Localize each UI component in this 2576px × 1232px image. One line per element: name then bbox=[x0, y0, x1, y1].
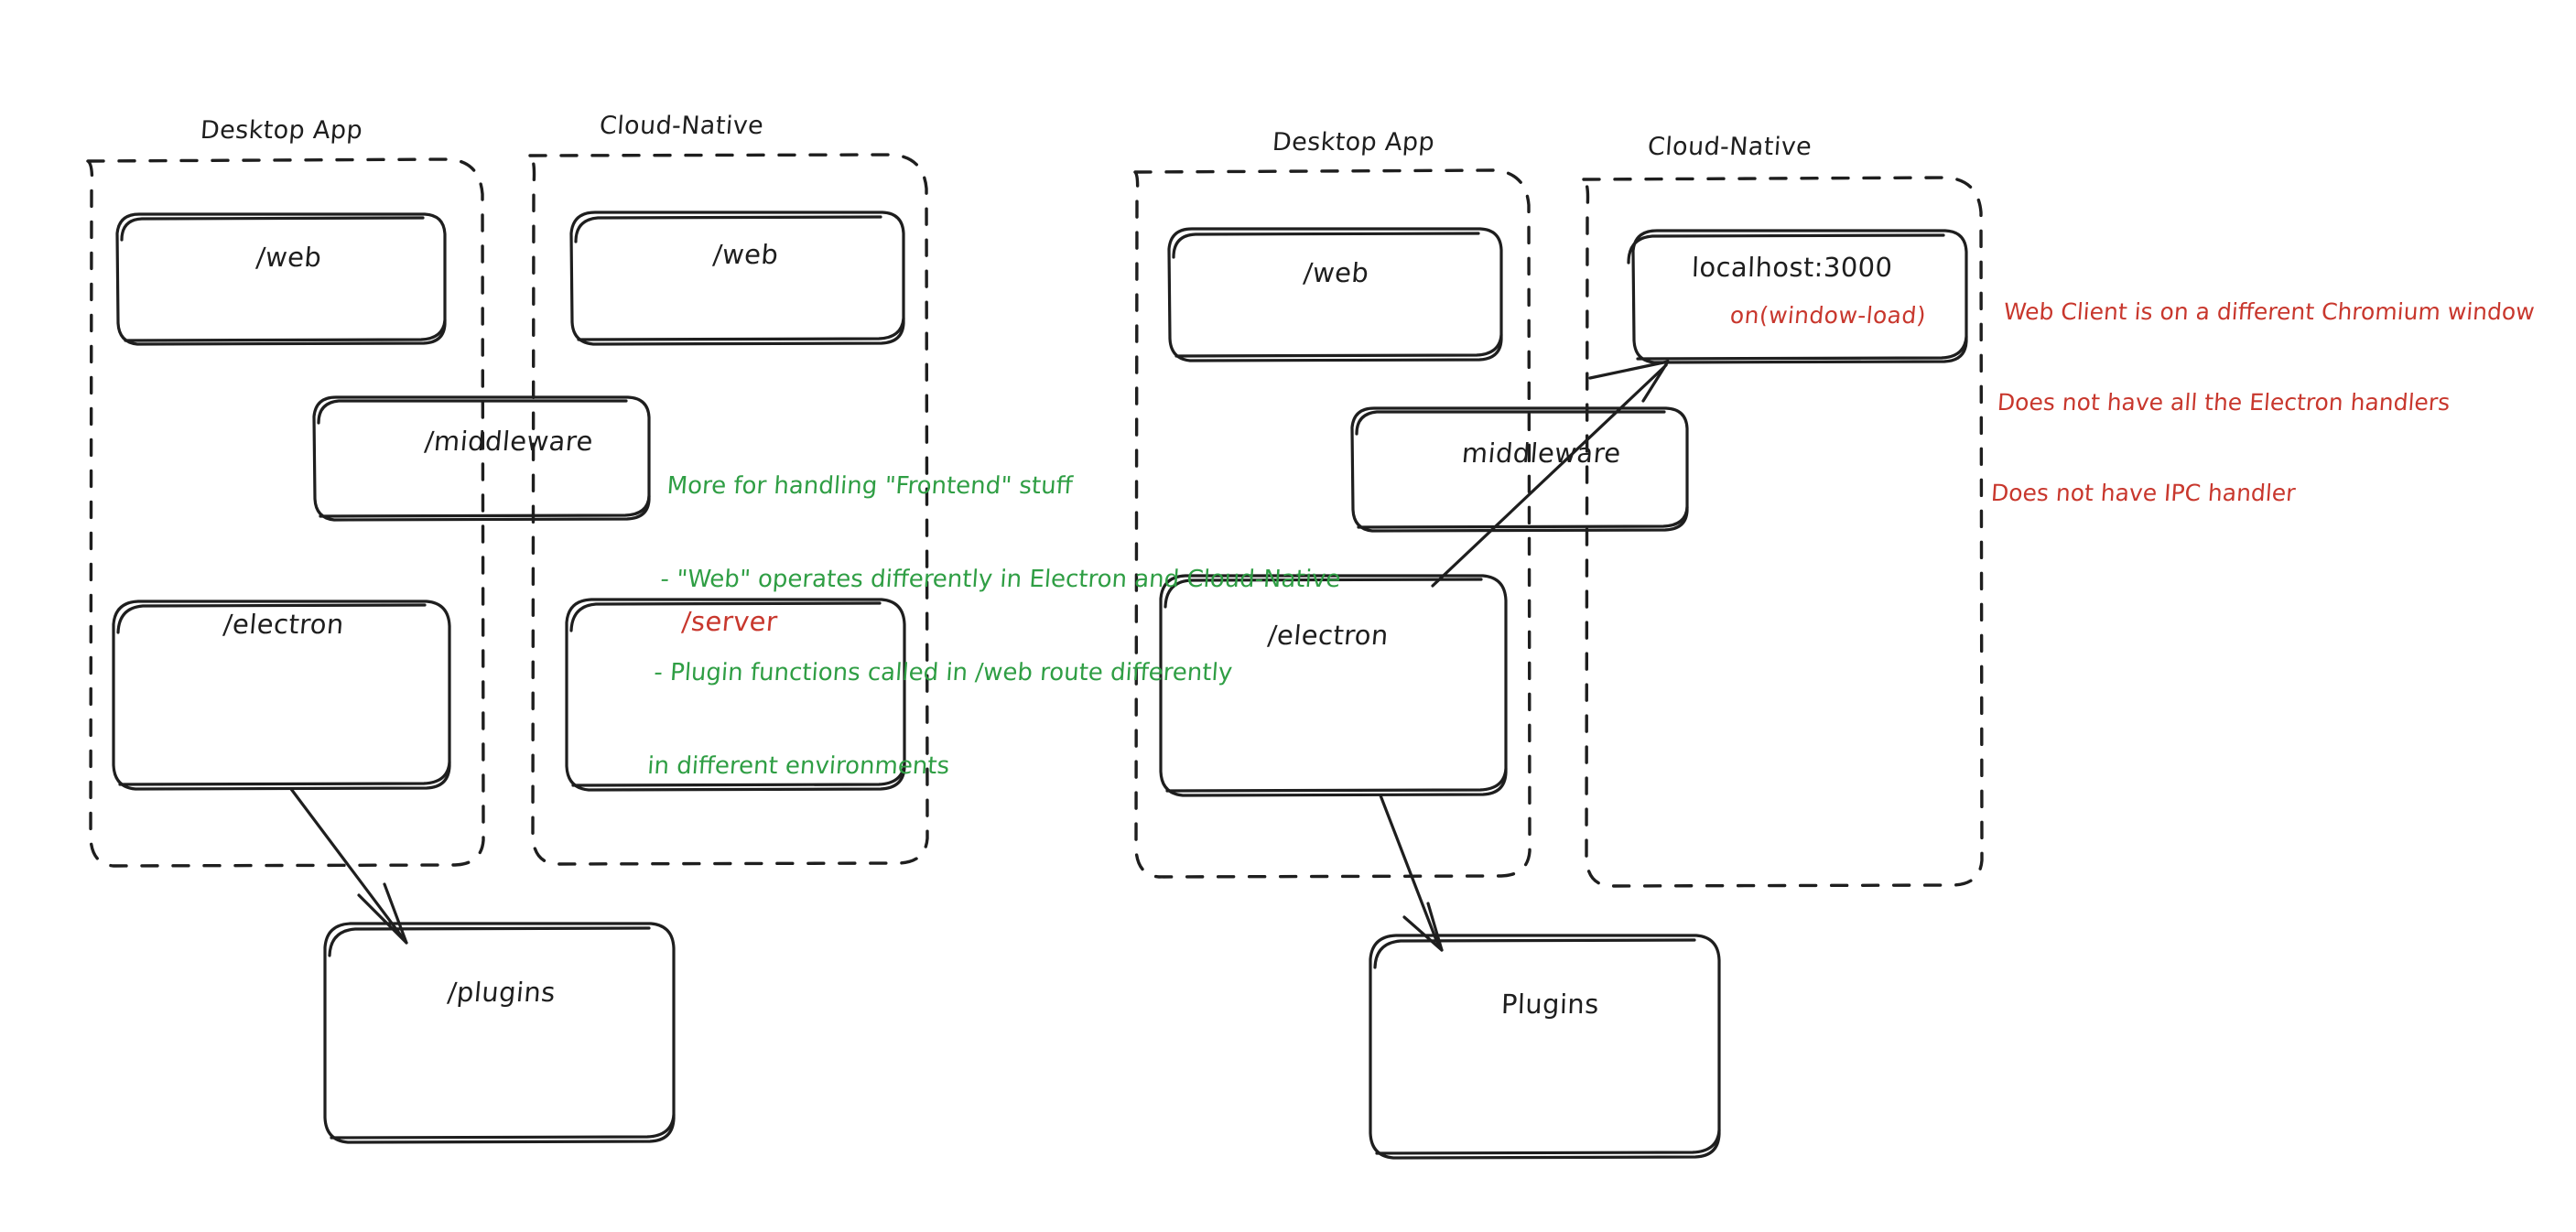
node-sublabel-right-localhost-onwindowload: on(window-load) bbox=[1728, 302, 1928, 329]
annotation-red-web-client-notes: Web Client is on a different Chromium wi… bbox=[1986, 236, 2539, 568]
node-label-left-cloud-web[interactable]: /web bbox=[711, 239, 780, 270]
node-right-localhost bbox=[1627, 229, 1968, 364]
red-note-line-2: Does not have all the Electron handlers bbox=[1996, 389, 2452, 416]
green-note-line-4: in different environments bbox=[646, 752, 951, 780]
node-label-right-middleware[interactable]: middleware bbox=[1460, 438, 1623, 469]
green-note-line-1: More for handling "Frontend" stuff bbox=[666, 472, 1074, 500]
connector-left-electron-to-plugins bbox=[289, 787, 408, 945]
group-label-left-cloud-native: Cloud-Native bbox=[598, 112, 765, 140]
node-label-right-localhost[interactable]: localhost:3000 bbox=[1691, 252, 1893, 283]
node-left-plugins bbox=[323, 922, 676, 1144]
green-note-line-2: - "Web" operates differently in Electron… bbox=[659, 566, 1342, 593]
green-note-line-3: - Plugin functions called in /web route … bbox=[653, 659, 1234, 686]
node-right-desktop-web bbox=[1167, 227, 1503, 362]
node-right-middleware bbox=[1350, 406, 1689, 533]
group-label-right-desktop-app: Desktop App bbox=[1271, 128, 1436, 157]
node-label-right-electron[interactable]: /electron bbox=[1266, 620, 1391, 651]
group-label-right-cloud-native: Cloud-Native bbox=[1646, 133, 1813, 161]
node-right-plugins bbox=[1369, 934, 1721, 1160]
node-label-left-plugins[interactable]: /plugins bbox=[446, 977, 557, 1008]
node-label-left-middleware[interactable]: /middleware bbox=[423, 426, 595, 457]
node-label-left-desktop-web[interactable]: /web bbox=[254, 242, 323, 273]
node-left-middleware bbox=[312, 395, 651, 522]
node-left-desktop-web bbox=[115, 212, 447, 346]
connector-right-electron-to-plugins bbox=[1379, 794, 1444, 952]
group-label-left-desktop-app: Desktop App bbox=[199, 116, 364, 145]
red-note-line-3: Does not have IPC handler bbox=[1990, 480, 2297, 506]
group-right-cloud-native bbox=[1582, 176, 1984, 888]
node-label-right-plugins[interactable]: Plugins bbox=[1500, 989, 1600, 1020]
red-note-line-1: Web Client is on a different Chromium wi… bbox=[2002, 298, 2536, 325]
node-left-cloud-web bbox=[569, 211, 905, 346]
annotation-green-frontend-notes: More for handling "Frontend" stuff - "We… bbox=[642, 408, 1352, 844]
node-label-left-electron[interactable]: /electron bbox=[222, 609, 346, 640]
node-label-right-desktop-web[interactable]: /web bbox=[1302, 257, 1370, 288]
connector-right-electron-to-localhost bbox=[1431, 360, 1670, 588]
